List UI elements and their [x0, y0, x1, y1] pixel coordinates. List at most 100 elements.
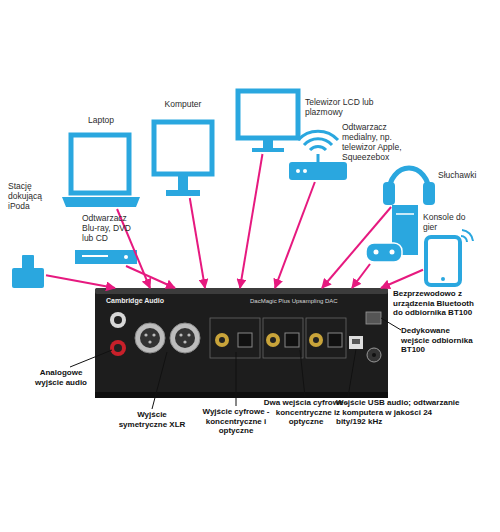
xlr-pin: [152, 333, 155, 336]
panel-bottom: [95, 392, 388, 398]
gamepad-button: [390, 250, 395, 255]
signal-arrow: [240, 154, 262, 288]
panel-top: [95, 288, 388, 294]
xlr-left: [135, 323, 165, 353]
callout-label: Analogowe wyjście audio: [30, 368, 92, 387]
ipod-dock-icon: [12, 255, 44, 288]
headphones-icon: [383, 168, 435, 205]
usb-hole: [352, 339, 360, 344]
optical-socket: [328, 333, 342, 347]
media-antenna: [317, 154, 320, 162]
signal-arrow: [126, 266, 175, 288]
wifi-wave: [310, 147, 326, 150]
callout-label: Wejście USB audio; odtwarzanie z kompute…: [336, 398, 462, 427]
coax-hole: [219, 337, 225, 343]
media-player-icon: [289, 131, 347, 180]
media-box: [289, 162, 347, 180]
media-led: [303, 169, 307, 173]
ear-cup: [423, 182, 435, 205]
signal-arrow: [352, 264, 370, 288]
node-label: Bezprzewodowo z urządzenia Bluetooth do …: [393, 289, 477, 318]
leader-line: [152, 352, 167, 409]
power-socket: [367, 348, 381, 362]
source-node: Telewizor LCD lub plazmowy: [235, 88, 301, 154]
leader-line: [70, 350, 112, 367]
panel-body: [95, 288, 388, 398]
coax-hole: [270, 337, 276, 343]
leader-line: [381, 318, 401, 330]
source-node: Komputer: [150, 118, 216, 198]
callout-label: Dedykowane wejście odbiornika BT100: [401, 326, 477, 355]
coax-socket: [309, 333, 323, 347]
section-frame: [263, 318, 303, 358]
phone-body: [426, 237, 460, 285]
signal-arrow: [46, 275, 115, 288]
phone-button: [441, 277, 445, 281]
coax-socket: [266, 333, 280, 347]
optical-socket: [285, 333, 299, 347]
signal-arrow: [275, 182, 315, 288]
signal-arrow: [322, 207, 391, 288]
node-label: Odtwarzacz Blu-ray, DVD lub CD: [82, 213, 144, 243]
device-box: Cambridge Audio DacMagic Plus Upsampling …: [95, 288, 388, 398]
phone-icon: [426, 230, 473, 285]
signal-arrow: [190, 198, 205, 288]
monitor-foot: [166, 190, 200, 196]
source-node: Odtwarzacz medialny, np. telewizor Apple…: [288, 160, 350, 182]
player-icon: [75, 250, 137, 264]
panel-text: Cambridge Audio: [106, 297, 186, 306]
dac-back-panel: [95, 288, 388, 398]
dock-base: [12, 268, 44, 288]
coax-hole: [313, 337, 319, 343]
section-frame: [306, 318, 346, 358]
tv-foot: [252, 148, 284, 152]
player-body: [75, 250, 137, 264]
rca-left: [110, 312, 126, 328]
monitor-screen: [154, 122, 212, 174]
optical-socket: [238, 333, 252, 347]
rca-hole: [114, 316, 122, 324]
source-node: Odtwarzacz Blu-ray, DVD lub CD: [75, 248, 137, 266]
node-label: Konsole do gier: [423, 212, 475, 232]
panel-text: DacMagic Plus Upsampling DAC: [250, 298, 370, 306]
signal-arrow: [381, 270, 423, 288]
source-node: Słuchawki: [381, 165, 437, 207]
xlr-pin: [179, 333, 182, 336]
leader-line: [300, 350, 305, 397]
node-label: Komputer: [146, 99, 220, 109]
player-button: [124, 255, 128, 259]
rca-right: [110, 340, 126, 356]
xlr-pin: [183, 340, 186, 343]
rca-hole: [114, 344, 122, 352]
dock-ipod: [22, 255, 34, 270]
node-label: Stację dokującą iPoda: [8, 181, 60, 211]
gamepad: [366, 243, 402, 262]
leader-line: [236, 352, 237, 406]
node-label: Laptop: [66, 115, 136, 125]
leader-lines: [70, 318, 401, 409]
section-frame: [210, 318, 260, 358]
laptop-screen: [71, 135, 129, 193]
xlr-pin: [144, 333, 147, 336]
player-slot: [82, 255, 108, 257]
tv-stand: [263, 140, 273, 148]
console-icon: [366, 205, 418, 262]
xlr-right: [170, 323, 200, 353]
tv-icon: [238, 91, 298, 152]
node-label: Słuchawki: [438, 170, 496, 180]
wifi-wave: [304, 139, 332, 145]
source-node: Stację dokującą iPoda: [10, 254, 46, 290]
xlr-pin: [187, 333, 190, 336]
gamepad-button: [374, 250, 379, 255]
bt-socket: [366, 312, 381, 324]
leader-line: [348, 349, 356, 397]
source-node: Konsole do gier: [365, 204, 420, 264]
ear-cup: [383, 182, 395, 205]
laptop-icon: [62, 135, 140, 207]
monitor-stand: [178, 176, 188, 190]
callout-label: Wyjście symetryczne XLR: [118, 410, 186, 429]
media-led: [296, 169, 300, 173]
source-node: Bezprzewodowo z urządzenia Bluetooth do …: [423, 234, 463, 288]
